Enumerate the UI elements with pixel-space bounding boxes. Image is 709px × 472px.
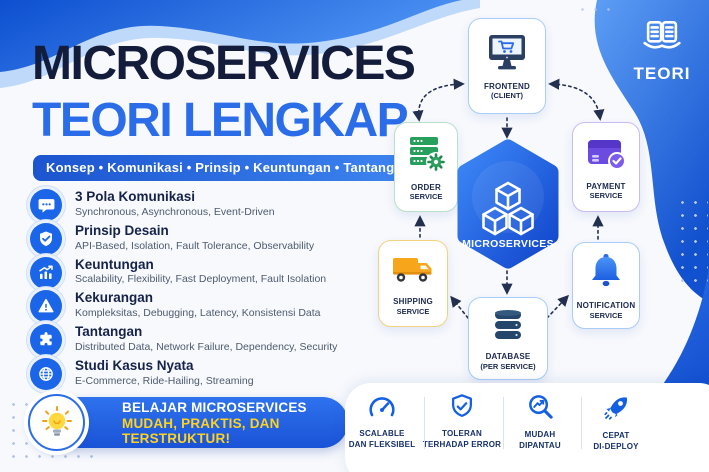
node-label: PAYMENT [586, 181, 626, 191]
node-sublabel: (CLIENT) [490, 91, 524, 101]
dot-grid-decoration [676, 196, 708, 284]
list-item-title: Prinsip Desain [75, 222, 169, 238]
list-item-desc: Scalability, Flexibility, Fast Deploymen… [75, 273, 327, 286]
list-item-desc: API-Based, Isolation, Fault Tolerance, O… [75, 239, 315, 252]
database-icon [487, 306, 529, 349]
node-label: ORDER [411, 182, 441, 192]
credit-card-icon [584, 134, 628, 179]
dot-grid-decoration [576, 3, 618, 19]
shield-check-icon [30, 222, 62, 255]
node-label: FRONTEND [483, 81, 531, 91]
globe-icon [30, 357, 62, 390]
node-sublabel: SERVICE [409, 192, 443, 202]
lightbulb-icon [28, 394, 85, 451]
cta-line1: BELAJAR MICROSERVICES [122, 399, 307, 415]
node-database: DATABASE (PER SERVICE) [468, 297, 548, 380]
hexagon-label: MICROSERVICES [462, 238, 554, 250]
list-item-title: Studi Kasus Nyata [75, 357, 194, 373]
feature-divider [503, 397, 504, 449]
topic-list: 3 Pola Komunikasi Synchronous, Asynchron… [30, 189, 360, 392]
list-item: Kekurangan Kompleksitas, Debugging, Late… [30, 290, 360, 324]
topics-pill: Konsep • Komunikasi • Prinsip • Keuntung… [33, 155, 423, 181]
truck-icon [390, 251, 436, 294]
server-gear-icon [405, 133, 447, 180]
node-label: NOTIFICATION [576, 301, 636, 311]
list-item: Studi Kasus Nyata E-Commerce, Ride-Haili… [30, 357, 360, 392]
node-sublabel: (PER SERVICE) [480, 361, 536, 371]
list-item-title: 3 Pola Komunikasi [75, 189, 196, 204]
monitor-search-icon [526, 395, 555, 426]
node-sublabel: SERVICE [589, 191, 623, 201]
node-payment-service: PAYMENT SERVICE [572, 122, 640, 212]
wave-decoration [0, 0, 480, 88]
features-bar [345, 383, 709, 472]
teori-badge: TEORI [621, 17, 703, 84]
node-label: SHIPPING [393, 297, 433, 307]
puzzle-icon [30, 324, 62, 357]
list-item-desc: Kompleksitas, Debugging, Latency, Konsis… [75, 307, 321, 320]
chat-icon [30, 189, 62, 221]
shield-icon [448, 394, 476, 425]
node-sublabel: SERVICE [589, 310, 623, 320]
node-shipping-service: SHIPPING SERVICE [378, 240, 448, 327]
list-item: Keuntungan Scalability, Flexibility, Fas… [30, 256, 360, 291]
rocket-icon [601, 397, 631, 427]
teori-label: TEORI [633, 64, 691, 83]
node-label: DATABASE [485, 352, 531, 362]
list-item-title: Kekurangan [75, 290, 154, 306]
monitor-cart-icon [485, 32, 529, 79]
list-item-desc: Distributed Data, Network Failure, Depen… [75, 341, 338, 354]
feature-divider [424, 397, 425, 449]
page-subtitle: TEORI LENGKAP [32, 94, 409, 147]
warning-icon [30, 290, 62, 323]
microservices-hexagon: MICROSERVICES [454, 139, 562, 269]
page-title: MICROSERVICES [32, 37, 416, 90]
list-item: Prinsip Desain API-Based, Isolation, Fau… [30, 222, 360, 257]
open-book-icon [636, 20, 688, 61]
node-sublabel: SERVICE [396, 306, 430, 316]
cta-badge: BELAJAR MICROSERVICES MUDAH, PRAKTIS, DA… [28, 394, 348, 451]
list-item-desc: E-Commerce, Ride-Hailing, Streaming [75, 374, 254, 387]
list-item-desc: Synchronous, Asynchronous, Event-Driven [75, 205, 275, 218]
cta-line2: MUDAH, PRAKTIS, DAN TERSTRUKTUR! [122, 415, 280, 446]
cta-pill: BELAJAR MICROSERVICES MUDAH, PRAKTIS, DA… [54, 397, 348, 448]
bell-icon [586, 251, 626, 298]
node-notification-service: NOTIFICATION SERVICE [572, 242, 640, 329]
feature-divider [581, 397, 582, 449]
list-item: Tantangan Distributed Data, Network Fail… [30, 324, 360, 358]
list-item-title: Tantangan [75, 324, 143, 340]
list-item-title: Keuntungan [75, 256, 154, 272]
gauge-icon [367, 397, 397, 425]
node-order-service: ORDER SERVICE [394, 122, 458, 212]
growth-chart-icon [30, 256, 62, 289]
node-frontend: FRONTEND (CLIENT) [468, 18, 546, 114]
list-item: 3 Pola Komunikasi Synchronous, Asynchron… [30, 189, 360, 223]
